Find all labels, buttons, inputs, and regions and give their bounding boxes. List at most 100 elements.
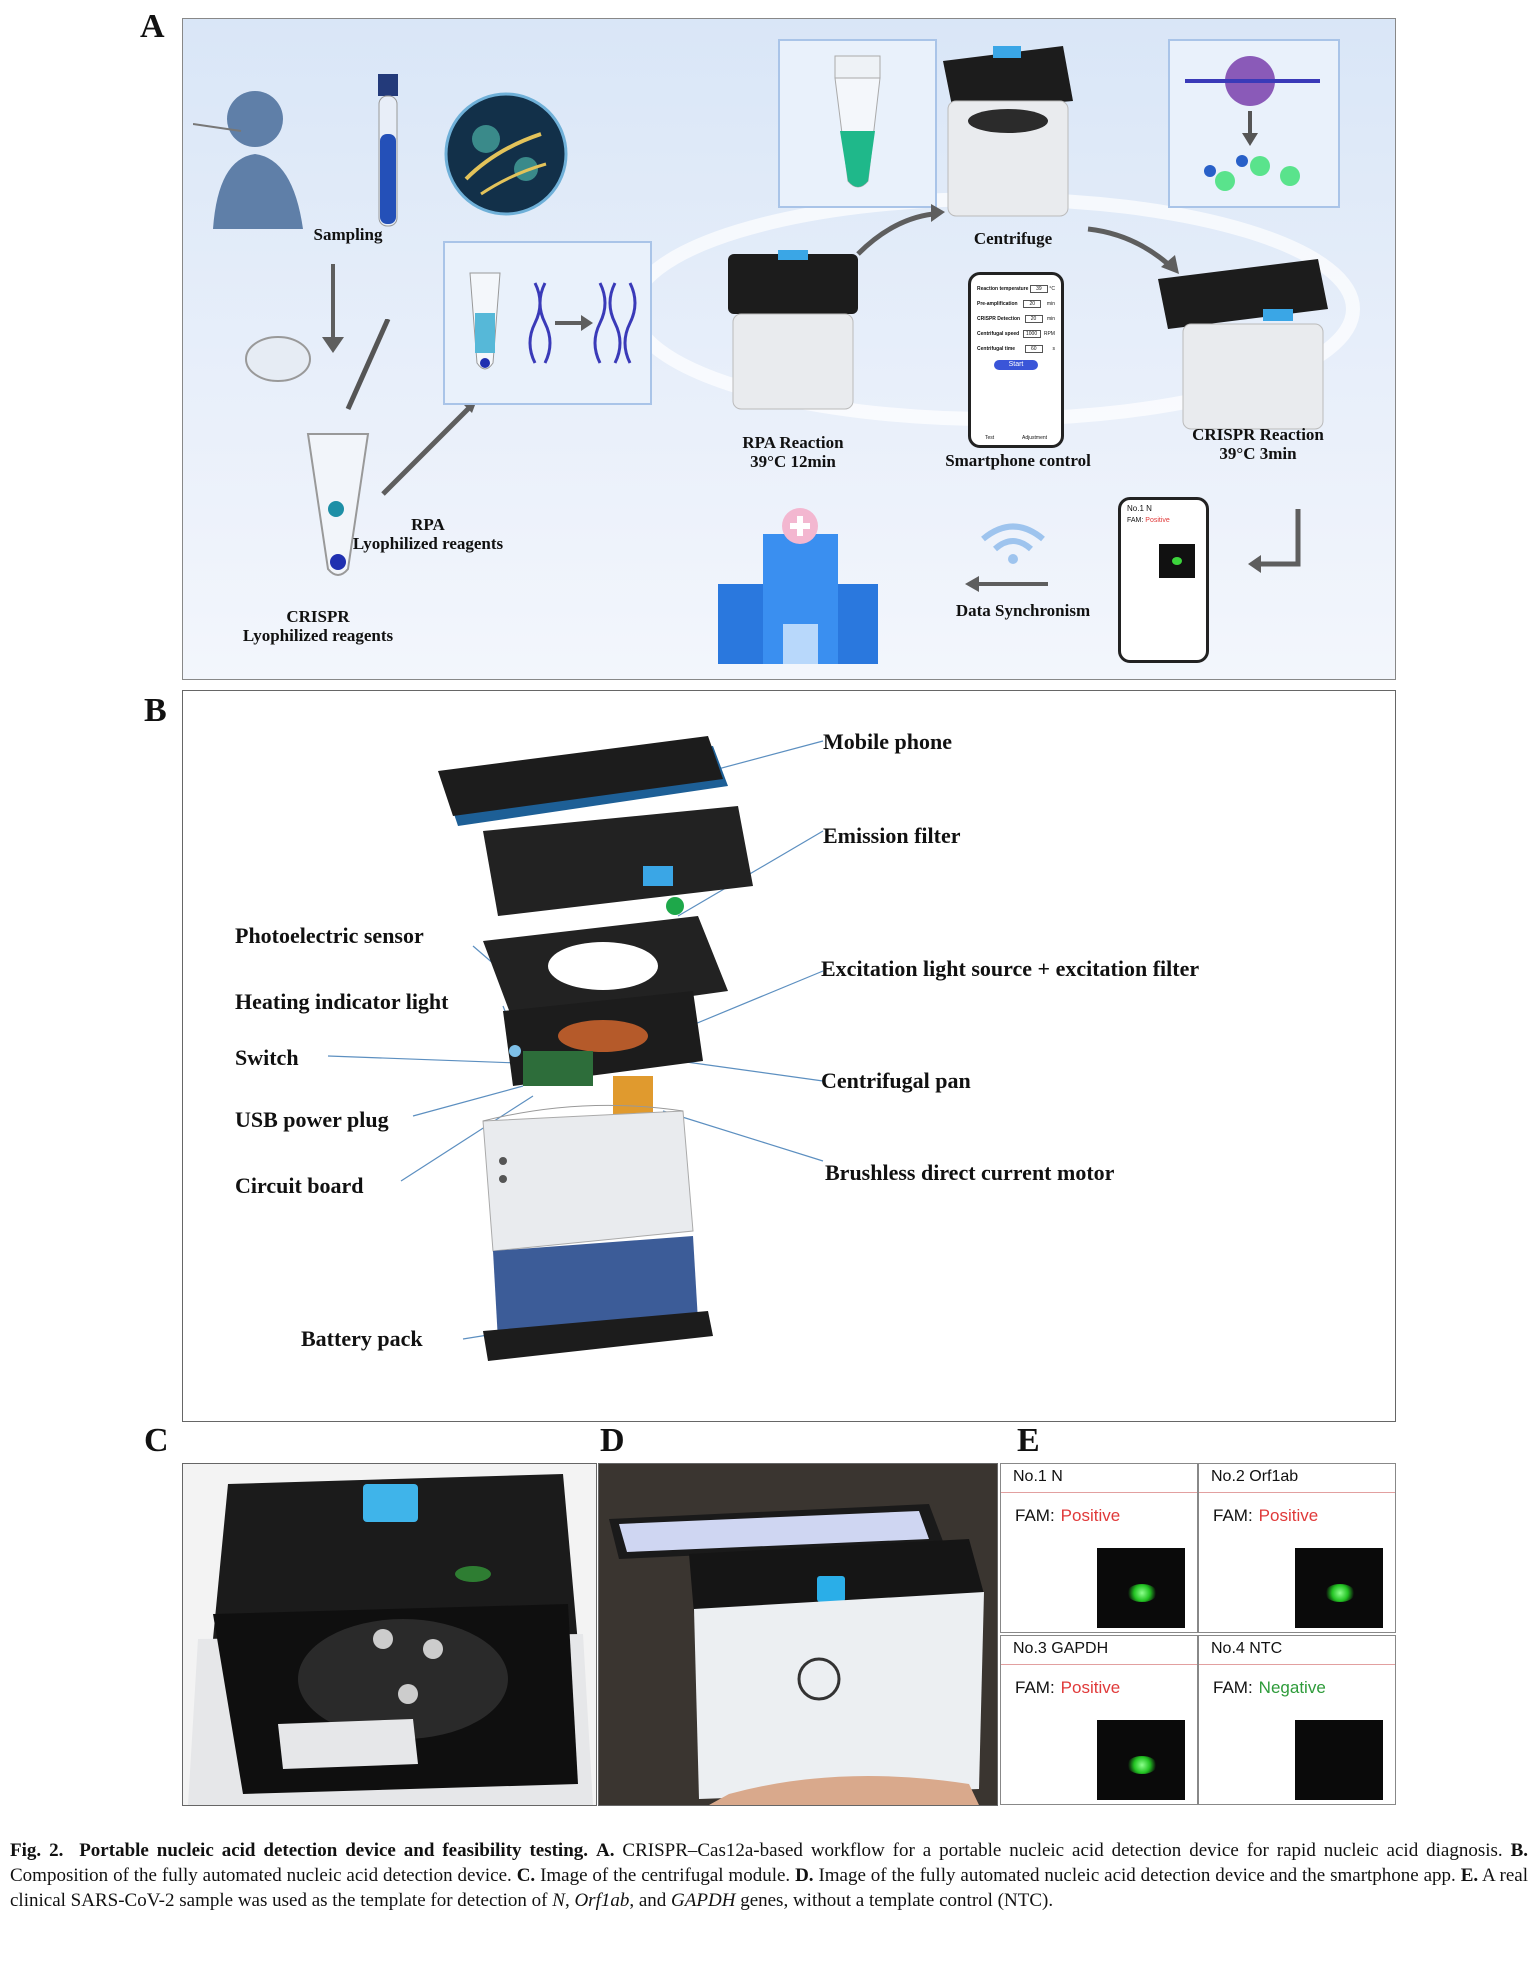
app-setting-value[interactable]: 20 <box>1023 300 1042 308</box>
arrow-to-centrifuge-icon <box>856 204 945 256</box>
fluorescence-well <box>1295 1720 1383 1800</box>
label-mobile-phone: Mobile phone <box>823 729 952 754</box>
app-nav-test[interactable]: Test <box>984 435 995 441</box>
green-tube-icon <box>834 55 881 188</box>
app-setting-unit: s <box>1052 346 1056 352</box>
result-card-fam-label: FAM: <box>1213 1678 1253 1697</box>
crispr-device-icon <box>1158 259 1328 430</box>
panel-letter-e: E <box>1017 1422 1040 1459</box>
result-card-fam: FAM: Negative <box>1213 1678 1326 1698</box>
fluorescence-well <box>1295 1548 1383 1628</box>
label-crispr-reaction-line1: CRISPR Reaction <box>1192 425 1324 444</box>
rpa-inset <box>443 241 652 405</box>
panel-a-workflow: Sampling RPA Lyophilized reagents CRISPR… <box>182 18 1396 680</box>
app-setting-unit: °C <box>1049 286 1055 292</box>
label-sampling: Sampling <box>313 225 383 244</box>
result-phone-fam-label: FAM: <box>1127 517 1144 524</box>
virus-magnified-icon <box>444 92 568 216</box>
fluorescence-well <box>1097 1548 1185 1628</box>
label-smartphone-control: Smartphone control <box>945 451 1091 470</box>
reaction-tube-icon <box>245 319 391 576</box>
result-card-fam-label: FAM: <box>1213 1506 1253 1525</box>
panel-b-exploded-view: Mobile phone Emission filter Photoelectr… <box>182 690 1396 1422</box>
caption-a-label: A. <box>595 1840 615 1861</box>
caption-c-label: C. <box>516 1865 536 1886</box>
app-setting-label: Centrifugal time <box>977 346 1016 352</box>
result-phone-title: No.1 N <box>1127 504 1152 513</box>
app-start-button[interactable]: Start <box>994 360 1038 370</box>
result-phone-fam: FAM: Positive <box>1121 513 1206 524</box>
result-card-divider <box>1199 1664 1395 1665</box>
result-card-fam: FAM:Positive <box>1015 1678 1120 1698</box>
app-setting-label: Centrifugal speed <box>977 331 1020 337</box>
caption-e-text-1: A real clinical SARS-CoV-2 sample was us… <box>10 1865 1529 1911</box>
label-data-sync: Data Synchronism <box>955 601 1091 620</box>
app-setting-value[interactable]: 60 <box>1024 345 1043 353</box>
caption-b-label: B. <box>1510 1840 1529 1861</box>
app-setting-row: Centrifugal time 60 s <box>977 345 1055 353</box>
caption-fig-label: Fig. 2. <box>10 1840 64 1861</box>
app-setting-label: Reaction temperature <box>977 286 1029 292</box>
caption-and: , and <box>629 1890 667 1911</box>
result-phone-well <box>1159 544 1195 578</box>
arrow-down-sampling <box>331 264 335 344</box>
hospital-icon <box>718 508 878 664</box>
green-fluorescence-spot <box>1127 1756 1157 1774</box>
dna-amplification-icon <box>469 272 637 370</box>
caption-e-label: E. <box>1460 1865 1479 1886</box>
crispr-inset <box>1168 39 1340 208</box>
panel-d-device-photo <box>598 1463 998 1806</box>
rpa-device-icon <box>728 250 858 410</box>
caption-title: Portable nucleic acid detection device a… <box>79 1840 589 1861</box>
panel-c-centrifugal-module-photo <box>182 1463 597 1806</box>
panel-letter-d: D <box>600 1422 625 1459</box>
label-rpa-reaction-line2: 39°C 12min <box>750 452 836 471</box>
result-card-title: No.3 GAPDH <box>1013 1640 1109 1657</box>
caption-b-text: Composition of the fully automated nucle… <box>10 1865 512 1886</box>
result-card-divider <box>1001 1664 1197 1665</box>
caption-comma: , <box>564 1890 570 1911</box>
caption-d-text: Image of the fully automated nucleic aci… <box>818 1865 1456 1886</box>
caption-gene-n: N <box>552 1890 565 1911</box>
result-card-divider <box>1001 1492 1197 1493</box>
panel-letter-c: C <box>144 1422 169 1459</box>
label-battery: Battery pack <box>301 1326 423 1351</box>
label-crispr-lyophilized: CRISPR Lyophilized reagents <box>203 607 433 645</box>
device-with-phone-photo <box>599 1464 997 1805</box>
label-crispr-reaction-line2: 39°C 3min <box>1219 444 1297 463</box>
result-card-title: No.4 NTC <box>1211 1640 1283 1657</box>
label-rpa-line1: RPA <box>411 515 445 534</box>
app-setting-label: Pre-amplification <box>977 301 1018 307</box>
label-motor: Brushless direct current motor <box>825 1160 1115 1185</box>
app-setting-value[interactable]: 39 <box>1029 285 1048 293</box>
result-card-result: Positive <box>1060 1506 1121 1525</box>
result-card-result: Negative <box>1258 1678 1326 1697</box>
label-usb-power: USB power plug <box>235 1107 389 1132</box>
centrifuge-tube-inset <box>778 39 937 208</box>
person-silhouette-icon <box>193 91 303 229</box>
green-fluorescence-spot <box>1127 1584 1157 1602</box>
app-setting-value[interactable]: 20 <box>1024 315 1043 323</box>
label-switch: Switch <box>235 1045 299 1070</box>
app-nav-adjustment[interactable]: Adjustment <box>1022 435 1048 441</box>
label-photoelectric-sensor: Photoelectric sensor <box>235 923 424 948</box>
caption-a-text: CRISPR–Cas12a-based workflow for a porta… <box>622 1840 1503 1861</box>
label-centrifugal-pan: Centrifugal pan <box>821 1068 971 1093</box>
result-card: No.4 NTC FAM: Negative <box>1198 1635 1396 1805</box>
panel-letter-b: B <box>144 692 167 729</box>
result-card-result: Positive <box>1060 1678 1121 1697</box>
green-fluorescence-spot <box>1325 1584 1355 1602</box>
app-setting-value[interactable]: 1000 <box>1022 330 1041 338</box>
centrifuge-device-icon <box>943 46 1073 217</box>
centrifugal-module-render <box>183 1464 596 1805</box>
label-crispr-reaction: CRISPR Reaction 39°C 3min <box>1163 425 1353 463</box>
arrow-to-hospital-icon <box>965 576 1048 592</box>
label-rpa-reaction: RPA Reaction 39°C 12min <box>703 433 883 471</box>
